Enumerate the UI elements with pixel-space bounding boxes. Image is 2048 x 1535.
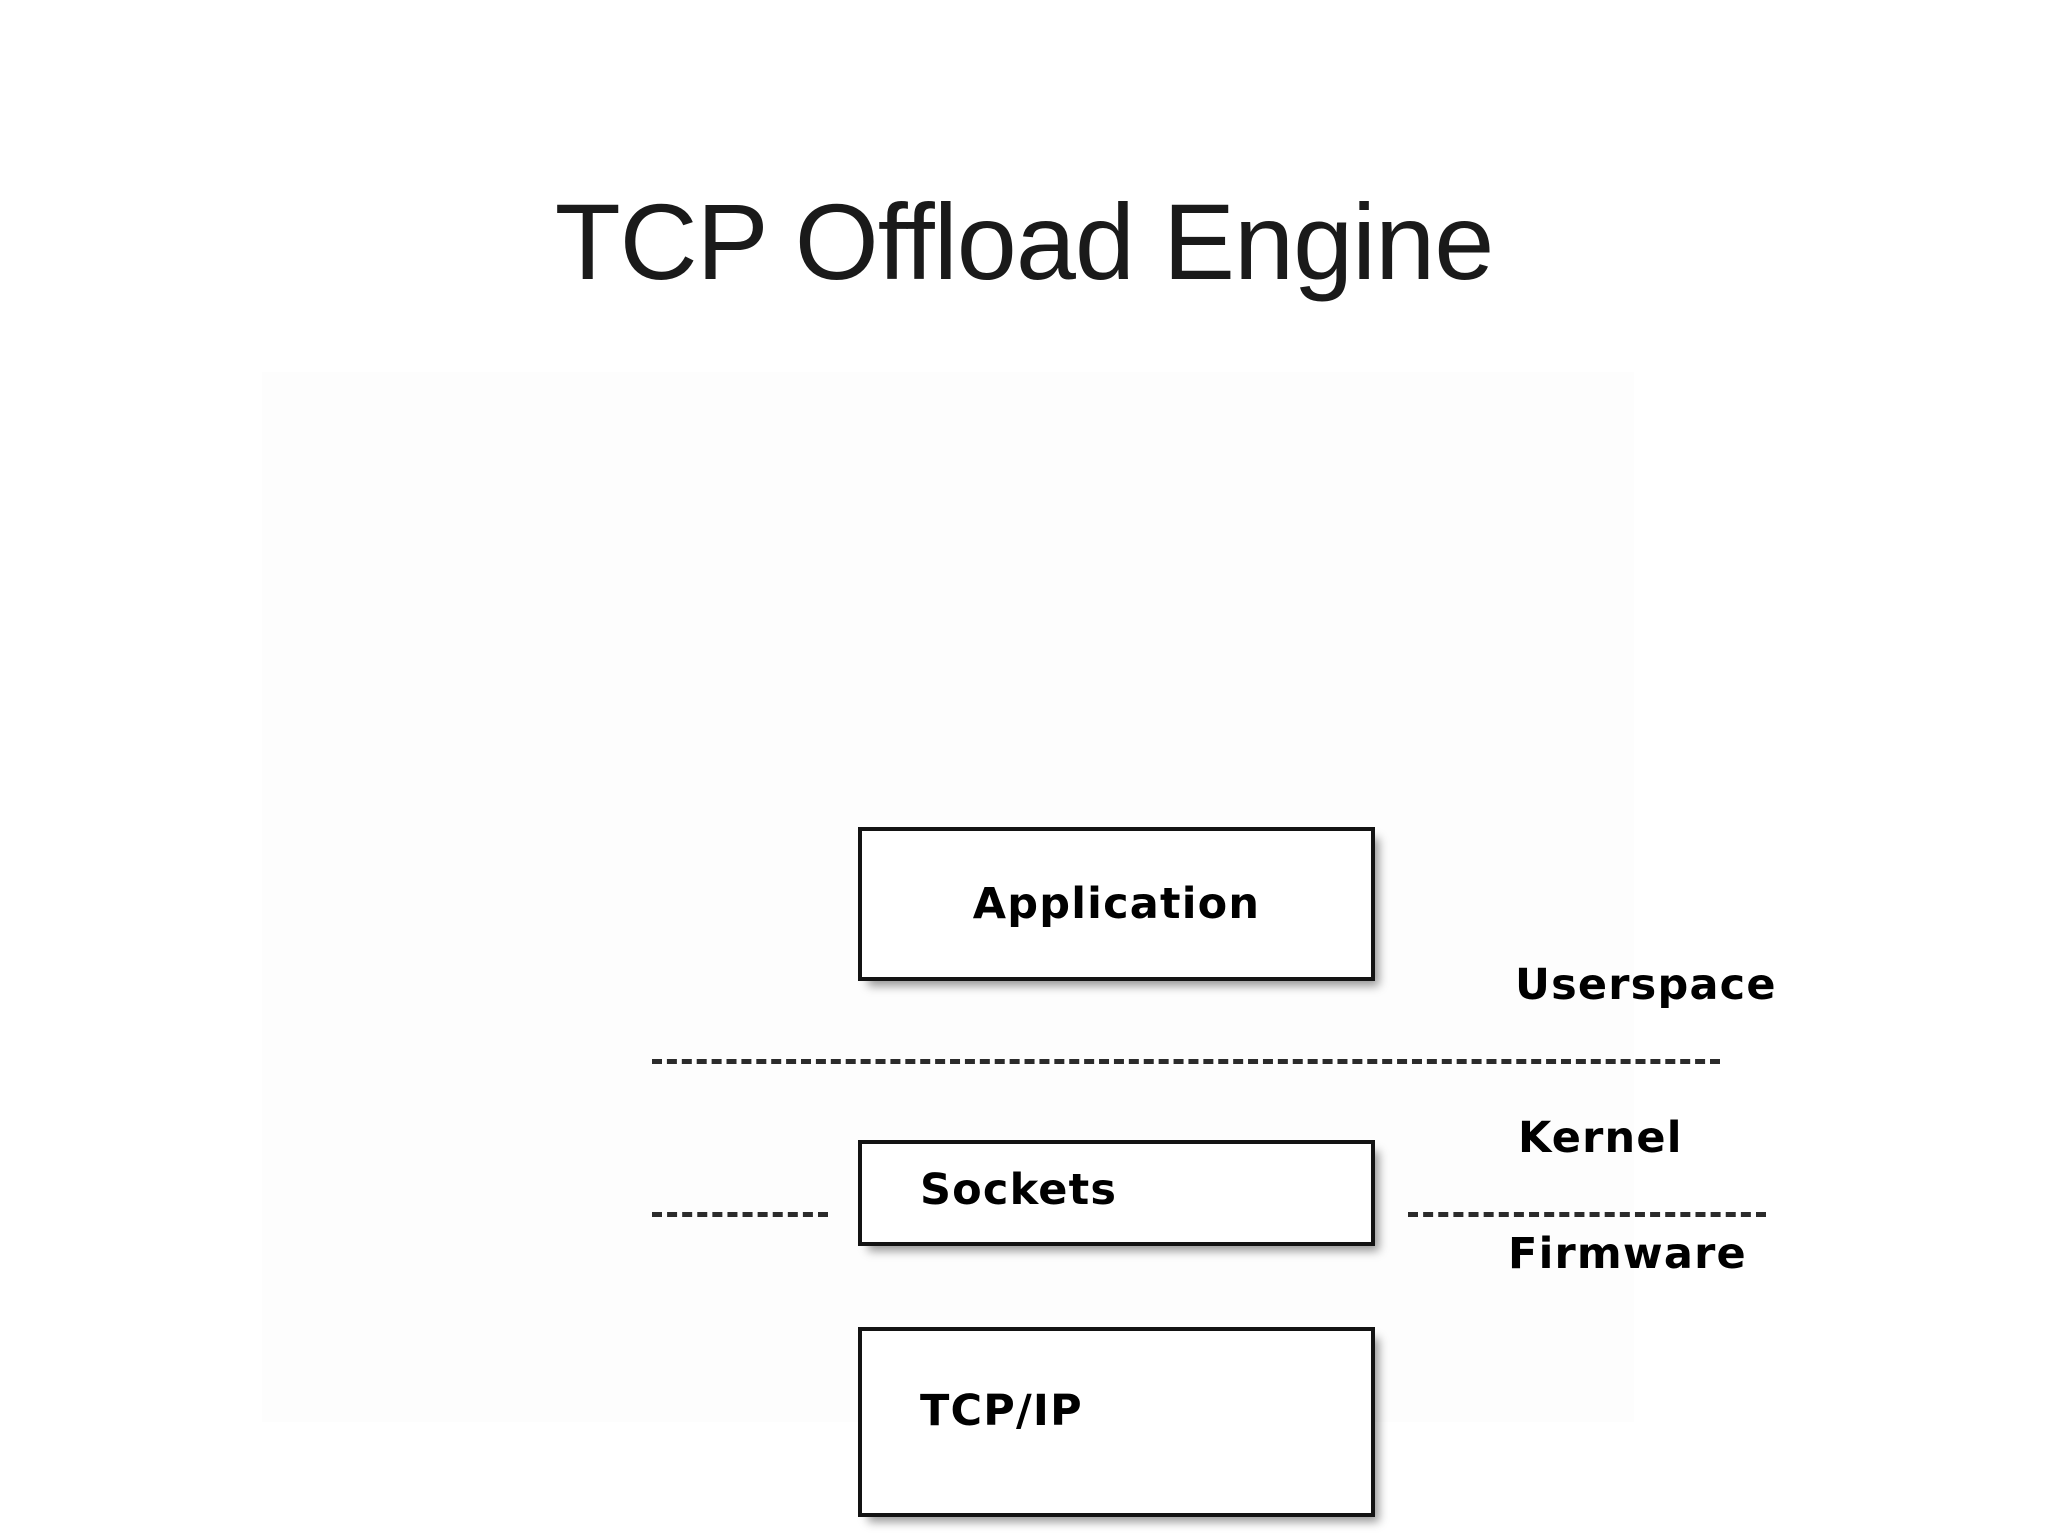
layer-box-sockets[interactable]: Sockets [858,1140,1375,1246]
dashed-separator-userspace-kernel [652,1059,1720,1064]
dashed-separator-kernel-firmware-left [652,1212,828,1217]
layer-box-application-label: Application [972,878,1261,929]
region-label-kernel: Kernel [1518,1113,1683,1163]
layer-box-application[interactable]: Application [858,827,1375,981]
layer-box-sockets-label: Sockets [920,1164,1118,1215]
layer-box-tcpip[interactable]: TCP/IP [858,1327,1375,1517]
layer-box-tcpip-label: TCP/IP [920,1385,1083,1436]
region-label-userspace: Userspace [1515,960,1777,1010]
region-label-firmware: Firmware [1508,1229,1747,1279]
dashed-separator-kernel-firmware-right [1408,1212,1766,1217]
page-title: TCP Offload Engine [554,181,1495,303]
diagram-canvas-plate: Application Sockets TCP/IP Network Inter… [262,372,1776,1517]
